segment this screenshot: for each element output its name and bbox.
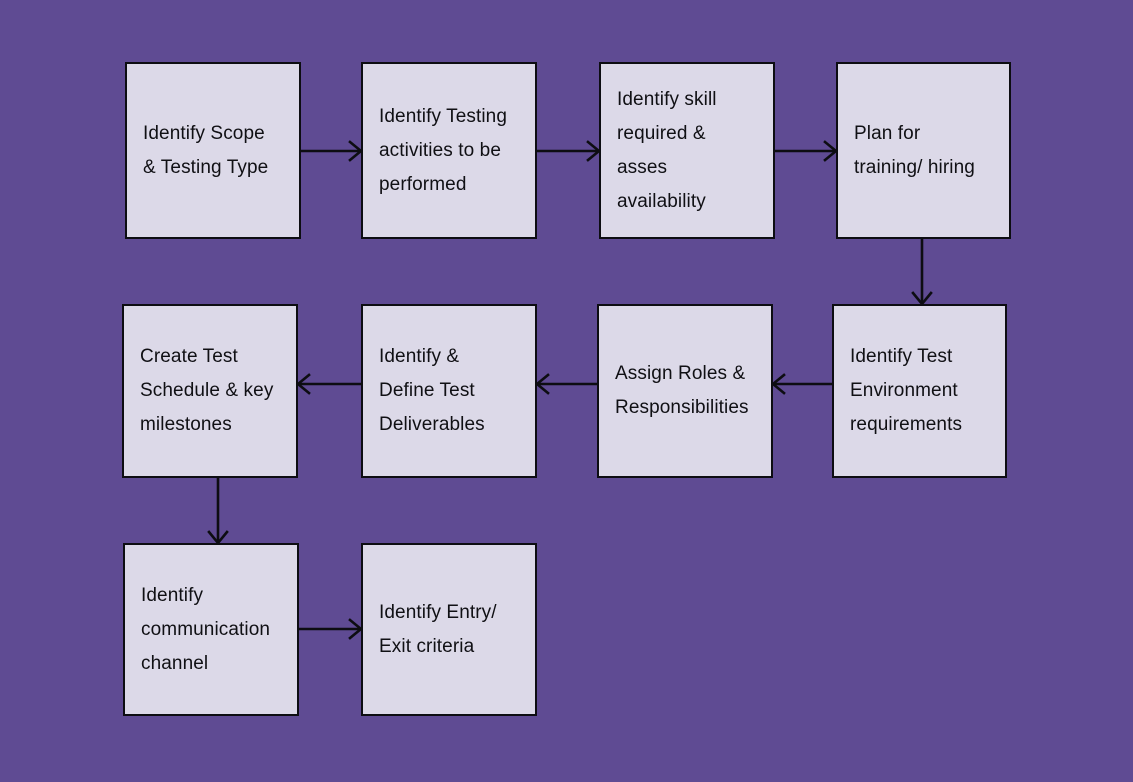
flow-edge-plan-training-hiring-to-identify-test-environment — [911, 239, 933, 307]
flow-node-label: Create Test Schedule & key milestones — [140, 346, 274, 435]
flow-node-create-test-schedule[interactable]: Create Test Schedule & key milestones — [122, 304, 298, 478]
flow-node-label: Identify Entry/ Exit criteria — [379, 601, 497, 657]
flow-edge-identify-scope-to-identify-testing-activities — [301, 140, 364, 162]
flow-edge-identify-skill-to-plan-training-hiring — [775, 140, 839, 162]
flow-node-identify-testing-activities[interactable]: Identify Testing activities to be perfor… — [361, 62, 537, 239]
flow-edge-identify-communication-channel-to-identify-entry-exit-criteria — [299, 618, 364, 640]
flow-node-identify-define-deliverables[interactable]: Identify & Define Test Deliverables — [361, 304, 537, 478]
flow-edge-create-test-schedule-to-identify-communication-channel — [207, 478, 229, 546]
flow-node-label: Assign Roles & Responsibilities — [615, 363, 749, 418]
flow-node-assign-roles[interactable]: Assign Roles & Responsibilities — [597, 304, 773, 478]
flow-node-label: Identify Test Environment requirements — [850, 346, 963, 435]
flow-node-label: Identify Scope & Testing Type — [143, 122, 269, 178]
flow-node-label: Identify communication channel — [141, 584, 271, 674]
flow-node-identify-scope[interactable]: Identify Scope & Testing Type — [125, 62, 301, 239]
flow-node-label: Identify & Define Test Deliverables — [379, 346, 485, 435]
flow-node-identify-entry-exit-criteria[interactable]: Identify Entry/ Exit criteria — [361, 543, 537, 716]
flow-edge-assign-roles-to-identify-define-deliverables — [534, 373, 597, 395]
flow-node-identify-communication-channel[interactable]: Identify communication channel — [123, 543, 299, 716]
flow-node-identify-skill[interactable]: Identify skill required & asses availabi… — [599, 62, 775, 239]
flow-edge-identify-test-environment-to-assign-roles — [770, 373, 832, 395]
flow-node-label: Plan for training/ hiring — [854, 122, 975, 178]
flow-node-plan-training-hiring[interactable]: Plan for training/ hiring — [836, 62, 1011, 239]
flow-node-label: Identify skill required & asses availabi… — [617, 88, 717, 212]
flow-edge-identify-testing-activities-to-identify-skill — [537, 140, 602, 162]
flow-edge-identify-define-deliverables-to-create-test-schedule — [295, 373, 361, 395]
flow-node-label: Identify Testing activities to be perfor… — [379, 105, 507, 195]
flow-node-identify-test-environment[interactable]: Identify Test Environment requirements — [832, 304, 1007, 478]
